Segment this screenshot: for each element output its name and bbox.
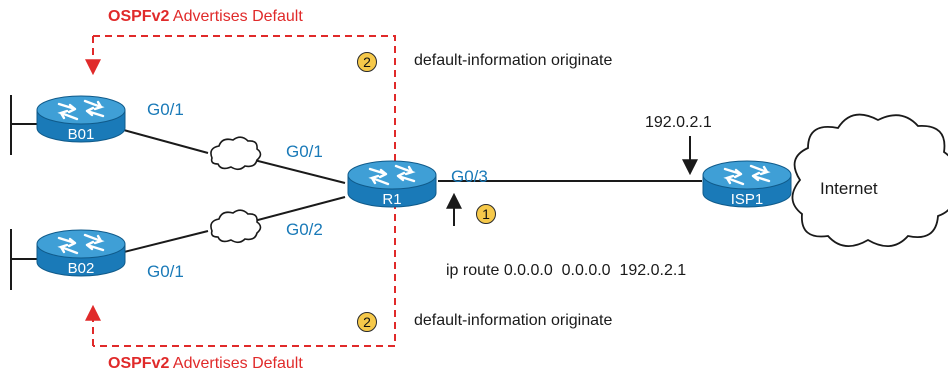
internet-label: Internet — [820, 179, 878, 198]
step-badge-2-top: 2 — [357, 52, 377, 72]
step-badge-2-bottom: 2 — [357, 312, 377, 332]
command-static-default-route: ip route 0.0.0.0 0.0.0.0 192.0.2.1 — [446, 262, 687, 279]
interface-b01-g01: G0/1 — [147, 100, 184, 119]
link-b01-r1 — [119, 128, 346, 184]
step-badge-1: 1 — [476, 204, 496, 224]
interface-r1-g03: G0/3 — [451, 167, 488, 186]
interface-b02-g01: G0/1 — [147, 262, 184, 281]
isp-next-hop-address: 192.0.2.1 — [645, 114, 712, 131]
wan-cloud-top — [210, 136, 262, 171]
router-b02-label: B02 — [67, 260, 95, 277]
link-b02-r1 — [123, 196, 346, 253]
router-isp1-label: ISP1 — [730, 191, 764, 208]
router-b01-label: B01 — [67, 126, 95, 143]
interface-r1-g01: G0/1 — [286, 142, 323, 161]
interface-r1-g02: G0/2 — [286, 220, 323, 239]
banner-top: OSPFv2 Advertises Default — [108, 8, 303, 25]
wan-cloud-bottom — [210, 209, 262, 244]
command-default-information-originate-top: default-information originate — [414, 52, 613, 69]
router-r1-label: R1 — [382, 191, 402, 208]
banner-bottom: OSPFv2 Advertises Default — [108, 355, 303, 372]
command-default-information-originate-bottom: default-information originate — [414, 312, 613, 329]
internet-cloud — [791, 113, 948, 247]
